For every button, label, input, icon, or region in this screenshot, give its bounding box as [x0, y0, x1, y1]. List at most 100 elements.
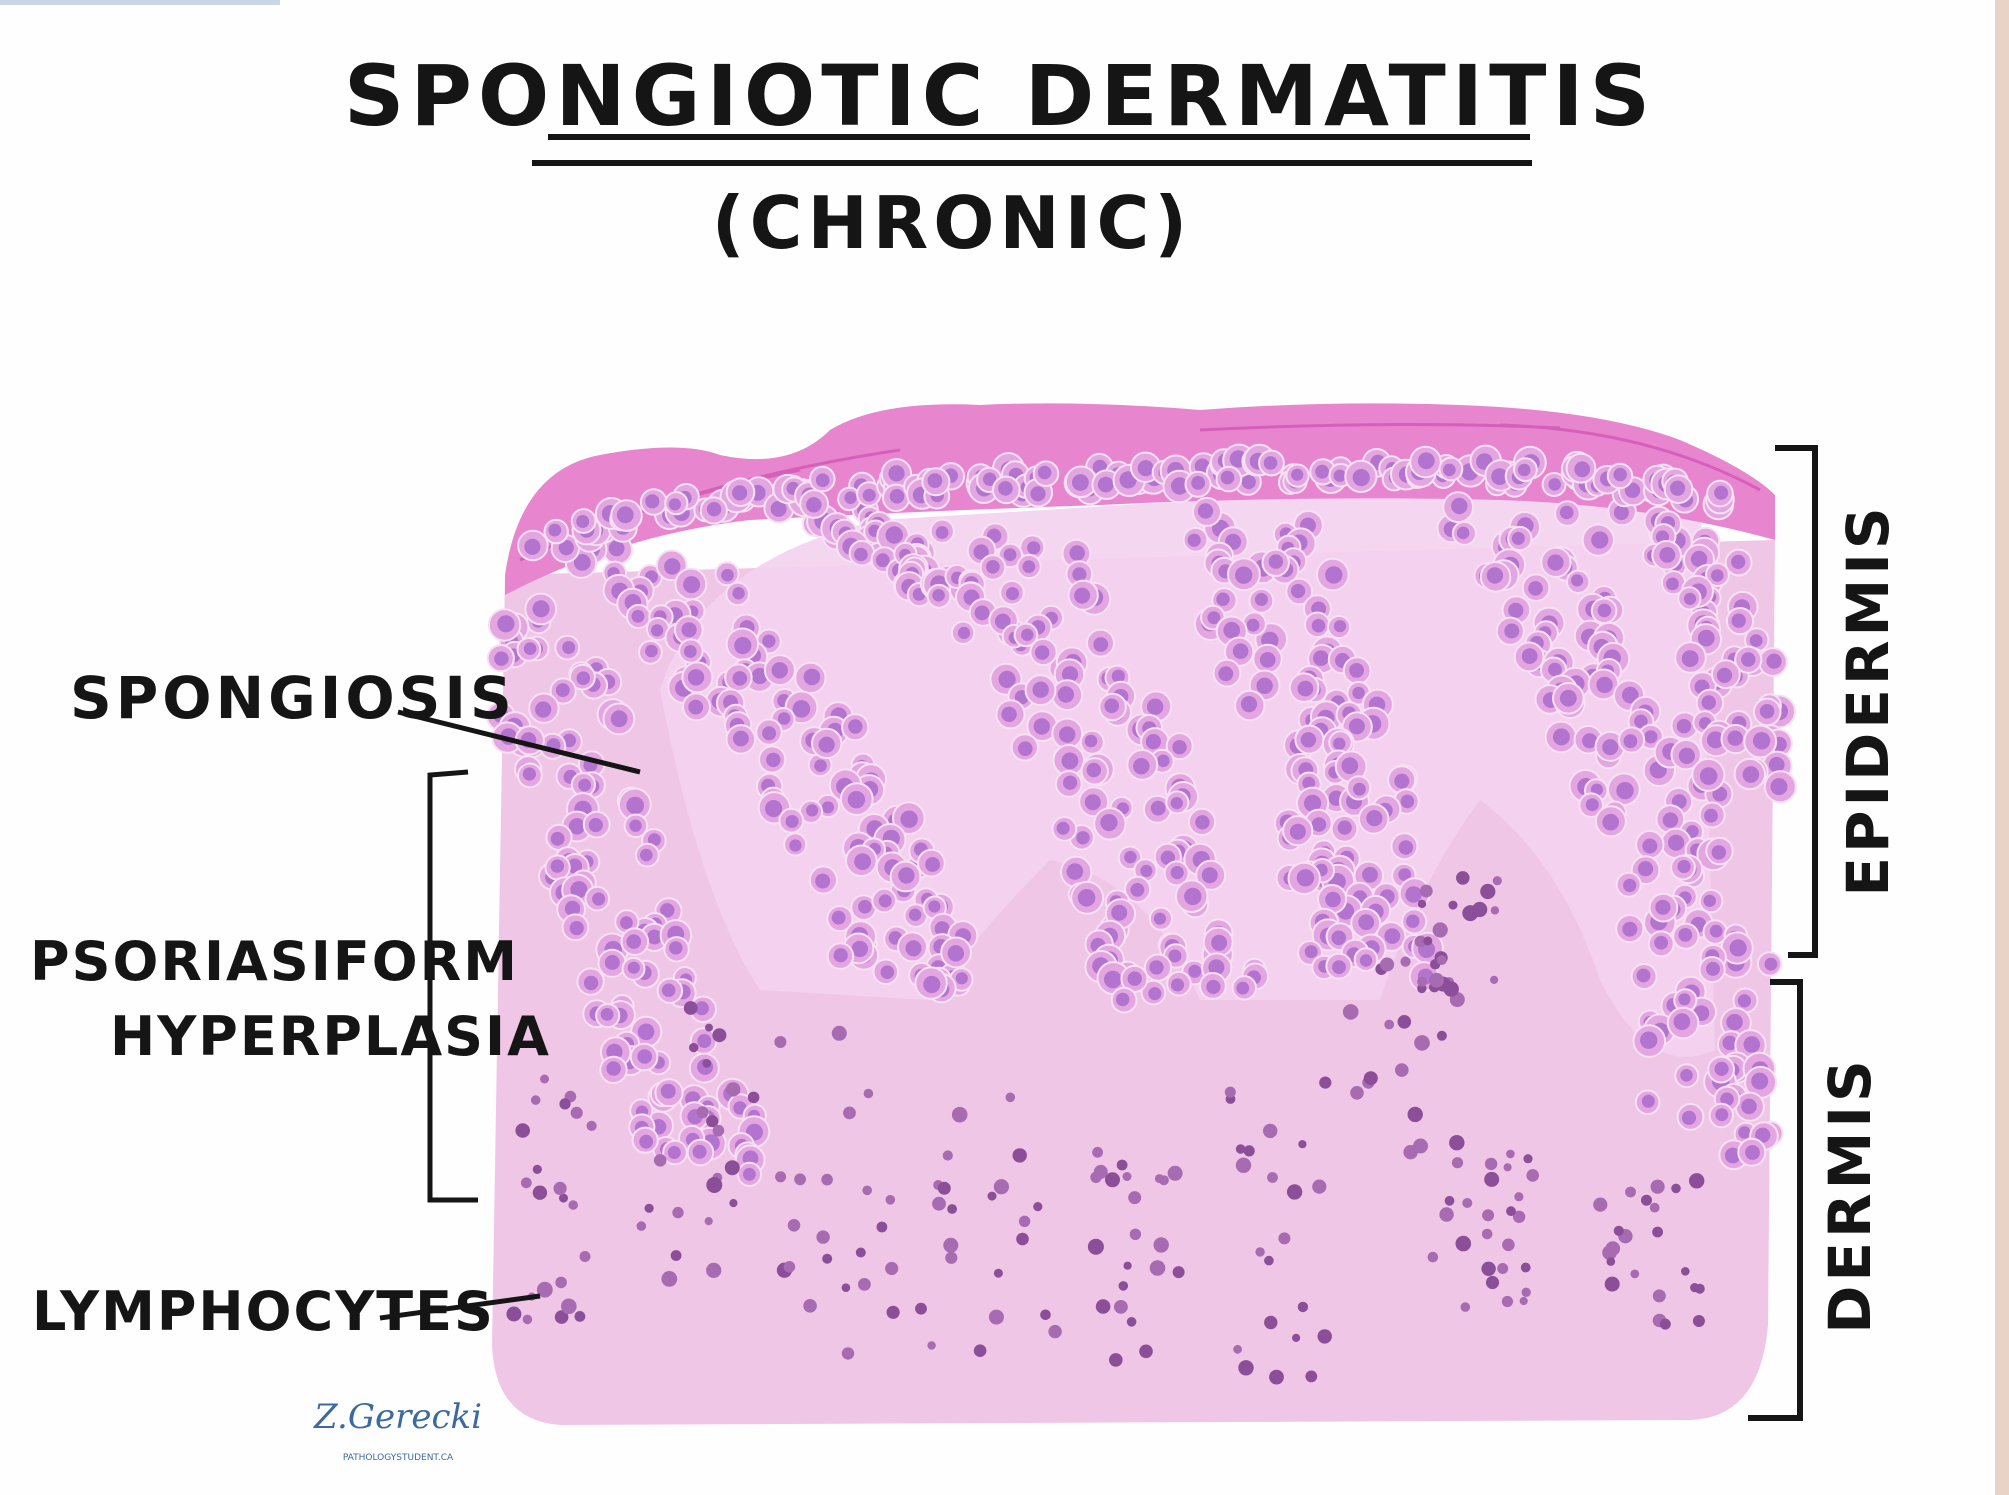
- keratinocyte-nucleus: [645, 645, 658, 658]
- keratinocyte-nucleus: [1714, 486, 1728, 500]
- keratinocyte-nucleus: [1366, 810, 1382, 826]
- keratinocyte-nucleus: [626, 797, 644, 815]
- keratinocyte-nucleus: [601, 1008, 614, 1021]
- keratinocyte-nucleus: [1133, 758, 1149, 774]
- keratinocyte-nucleus: [1614, 468, 1627, 481]
- lymphocyte: [858, 1278, 871, 1291]
- lymphocyte: [784, 1261, 796, 1273]
- lymphocyte: [1244, 1145, 1255, 1156]
- keratinocyte-nucleus: [1349, 718, 1365, 734]
- keratinocyte-nucleus: [793, 700, 811, 718]
- keratinocyte-nucleus: [1679, 748, 1695, 764]
- lymphocyte: [915, 1303, 927, 1315]
- lymphocyte: [1693, 1315, 1705, 1327]
- keratinocyte-nucleus: [816, 473, 830, 487]
- lymphocyte: [1522, 1288, 1531, 1297]
- lymphocyte: [726, 1082, 740, 1096]
- keratinocyte-nucleus: [1331, 931, 1346, 946]
- keratinocyte-nucleus: [1334, 470, 1346, 482]
- lymphocyte: [1428, 1252, 1439, 1263]
- lymphocyte: [521, 1177, 532, 1188]
- lymphocyte: [822, 1254, 832, 1264]
- keratinocyte-nucleus: [669, 941, 682, 954]
- lymphocyte: [1109, 1353, 1123, 1367]
- keratinocyte-nucleus: [1027, 541, 1040, 554]
- keratinocyte-nucleus: [1738, 994, 1751, 1007]
- keratinocyte-nucleus: [1269, 554, 1283, 568]
- lymphocyte: [748, 1092, 760, 1104]
- keratinocyte-nucleus: [1338, 821, 1352, 835]
- keratinocyte-nucleus: [733, 671, 748, 686]
- keratinocyte-nucleus: [1206, 980, 1220, 994]
- lymphocyte: [1653, 1289, 1666, 1302]
- keratinocyte-nucleus: [1236, 982, 1249, 995]
- keratinocyte-nucleus: [1221, 471, 1235, 485]
- lymphocyte: [988, 1192, 997, 1201]
- keratinocyte-nucleus: [1668, 835, 1684, 851]
- keratinocyte-nucleus: [640, 849, 653, 862]
- lymphocyte: [1278, 1232, 1290, 1244]
- keratinocyte-nucleus: [1062, 753, 1079, 770]
- lymphocyte: [1491, 906, 1499, 914]
- keratinocyte-nucleus: [1168, 950, 1181, 963]
- keratinocyte-nucleus: [1147, 699, 1163, 715]
- keratinocyte-nucleus: [1100, 814, 1117, 831]
- keratinocyte-nucleus: [1085, 735, 1098, 748]
- lymphocyte: [886, 1195, 896, 1205]
- lymphocyte: [554, 1182, 567, 1195]
- lymphocyte: [1013, 1148, 1027, 1162]
- lymphocyte: [774, 1036, 786, 1048]
- keratinocyte-nucleus: [1146, 734, 1161, 749]
- label-psoriasiform-line2: HYPERPLASIA: [110, 1005, 551, 1068]
- keratinocyte-nucleus: [886, 526, 903, 543]
- lymphocyte: [1264, 1256, 1274, 1266]
- label-epidermis: EPIDERMIS: [1834, 503, 1902, 896]
- lymphocyte: [661, 1271, 677, 1287]
- lymphocyte: [1660, 1319, 1671, 1330]
- keratinocyte-nucleus: [693, 1145, 707, 1159]
- lymphocyte: [1630, 1270, 1639, 1279]
- keratinocyte-nucleus: [684, 645, 697, 658]
- keratinocyte-nucleus: [1711, 569, 1724, 582]
- lymphocyte: [1408, 1107, 1423, 1122]
- keratinocyte-nucleus: [1726, 1014, 1742, 1030]
- keratinocyte-nucleus: [923, 976, 940, 993]
- lymphocyte: [1526, 1169, 1539, 1182]
- keratinocyte-nucleus: [1710, 925, 1723, 938]
- keratinocyte-nucleus: [819, 737, 835, 753]
- keratinocyte-nucleus: [1674, 1013, 1691, 1030]
- keratinocyte-nucleus: [1198, 503, 1213, 518]
- lymphocyte: [533, 1165, 542, 1174]
- keratinocyte-nucleus: [1751, 1073, 1768, 1090]
- keratinocyte-nucleus: [645, 494, 659, 508]
- lymphocyte: [927, 1341, 935, 1349]
- keratinocyte-nucleus: [1023, 560, 1036, 573]
- lymphocyte: [725, 1160, 740, 1175]
- keratinocyte-nucleus: [1384, 928, 1400, 944]
- lymphocyte: [1119, 1281, 1129, 1291]
- keratinocyte-nucleus: [1602, 814, 1619, 831]
- keratinocyte-nucleus: [617, 506, 634, 523]
- lymphocyte: [775, 1171, 786, 1182]
- keratinocyte-nucleus: [627, 934, 642, 949]
- keratinocyte-nucleus: [1188, 534, 1201, 547]
- lymphocyte: [856, 1248, 866, 1258]
- keratinocyte-nucleus: [1195, 815, 1209, 829]
- keratinocyte-nucleus: [1148, 987, 1161, 1000]
- keratinocyte-nucleus: [766, 753, 780, 767]
- lymphocyte: [1233, 1345, 1242, 1354]
- lymphocyte: [702, 1059, 711, 1068]
- keratinocyte-nucleus: [1233, 643, 1249, 659]
- lymphocyte: [1504, 1163, 1512, 1171]
- lymphocyte: [705, 1217, 713, 1225]
- lymphocyte: [645, 1204, 654, 1213]
- lymphocyte: [1154, 1237, 1169, 1252]
- lymphocyte: [1238, 1360, 1253, 1375]
- lymphocyte: [1413, 1139, 1428, 1154]
- keratinocyte-nucleus: [1184, 888, 1201, 905]
- lymphocyte: [533, 1186, 547, 1200]
- keratinocyte-nucleus: [662, 984, 675, 997]
- keratinocyte-nucleus: [1700, 767, 1718, 785]
- keratinocyte-nucleus: [789, 839, 801, 851]
- keratinocyte-nucleus: [1586, 798, 1599, 811]
